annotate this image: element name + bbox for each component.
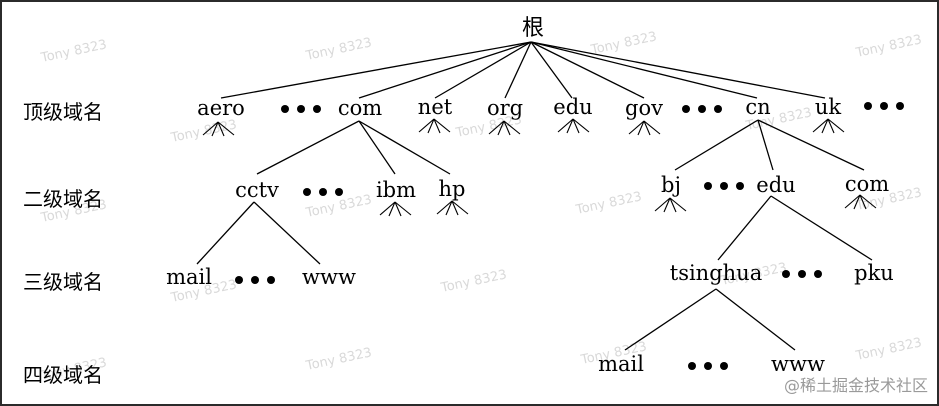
watermarks: Tony 8323 Tony 8323 Tony 8323 Tony 8323 …	[39, 29, 923, 384]
level2-edges	[256, 119, 865, 175]
subtree-fan-edu	[557, 118, 590, 134]
subtree-fan-bj	[654, 197, 687, 213]
watermark: Tony 8323	[304, 192, 373, 221]
node-cctv-mail: mail	[166, 265, 212, 289]
level-label-second: 二级域名	[23, 187, 103, 211]
ellipsis-third-cctv	[235, 276, 275, 284]
node-cn-edu: edu	[756, 173, 795, 197]
ellipsis-top-right	[864, 102, 904, 110]
node-gov: gov	[625, 96, 663, 120]
node-aero: aero	[197, 96, 245, 120]
watermark: Tony 8323	[589, 29, 658, 58]
subtree-fan-hp	[436, 200, 469, 216]
fourth-level-nodes: mail www	[598, 352, 825, 376]
level-label-fourth: 四级域名	[23, 363, 103, 387]
subtree-fan-ibm	[379, 201, 412, 217]
watermark: Tony 8323	[574, 189, 643, 218]
subtree-fan-gov	[628, 120, 661, 136]
subtree-fans	[202, 118, 877, 217]
ellipsis-fourth	[688, 362, 728, 370]
node-net: net	[418, 95, 453, 119]
node-ibm: ibm	[376, 178, 416, 202]
node-hp: hp	[439, 177, 466, 201]
subtree-fan-net	[418, 118, 451, 134]
ellipses	[235, 102, 904, 370]
level3-edges	[196, 195, 873, 265]
third-level-nodes: mail www tsinghua pku	[166, 261, 894, 289]
watermark: Tony 8323	[854, 335, 923, 364]
subtree-fan-cn-com	[844, 194, 877, 210]
root-node: 根	[522, 16, 544, 41]
watermark: Tony 8323	[854, 32, 923, 61]
node-tsinghua-mail: mail	[598, 352, 644, 376]
node-uk: uk	[815, 95, 842, 119]
node-cctv: cctv	[235, 178, 279, 202]
node-cn-com: com	[845, 172, 889, 196]
node-cctv-www: www	[302, 265, 356, 289]
subtree-fan-aero	[202, 121, 235, 137]
ellipsis-second-cn	[704, 182, 744, 190]
node-org: org	[487, 96, 523, 120]
top-level-nodes: aero com net org edu gov cn uk	[197, 95, 841, 120]
ellipsis-third-edu	[782, 270, 822, 278]
watermark: Tony 8323	[169, 117, 238, 146]
brand-watermark: @稀土掘金技术社区	[784, 376, 928, 395]
node-com: com	[338, 96, 382, 120]
level-label-top: 顶级域名	[23, 100, 103, 124]
level-labels: 顶级域名 二级域名 三级域名 四级域名	[23, 100, 103, 387]
node-bj: bj	[661, 173, 681, 197]
node-edu: edu	[553, 95, 592, 119]
level4-edges	[624, 288, 796, 351]
node-cn: cn	[745, 95, 770, 119]
ellipsis-top-left	[281, 105, 321, 113]
level-label-third: 三级域名	[23, 270, 103, 294]
node-tsinghua-www: www	[771, 352, 825, 376]
root-edges	[220, 41, 826, 99]
node-pku: pku	[854, 261, 894, 285]
subtree-fan-uk	[812, 118, 845, 134]
second-level-nodes: cctv ibm hp bj edu com	[235, 172, 889, 202]
ellipsis-second-com	[303, 188, 343, 196]
subtree-fan-org	[488, 120, 521, 136]
ellipsis-top-middle	[682, 105, 722, 113]
watermark: Tony 8323	[304, 345, 373, 374]
watermark: Tony 8323	[439, 267, 508, 296]
watermark: Tony 8323	[39, 37, 108, 66]
watermark: Tony 8323	[304, 35, 373, 64]
node-tsinghua: tsinghua	[670, 261, 762, 285]
